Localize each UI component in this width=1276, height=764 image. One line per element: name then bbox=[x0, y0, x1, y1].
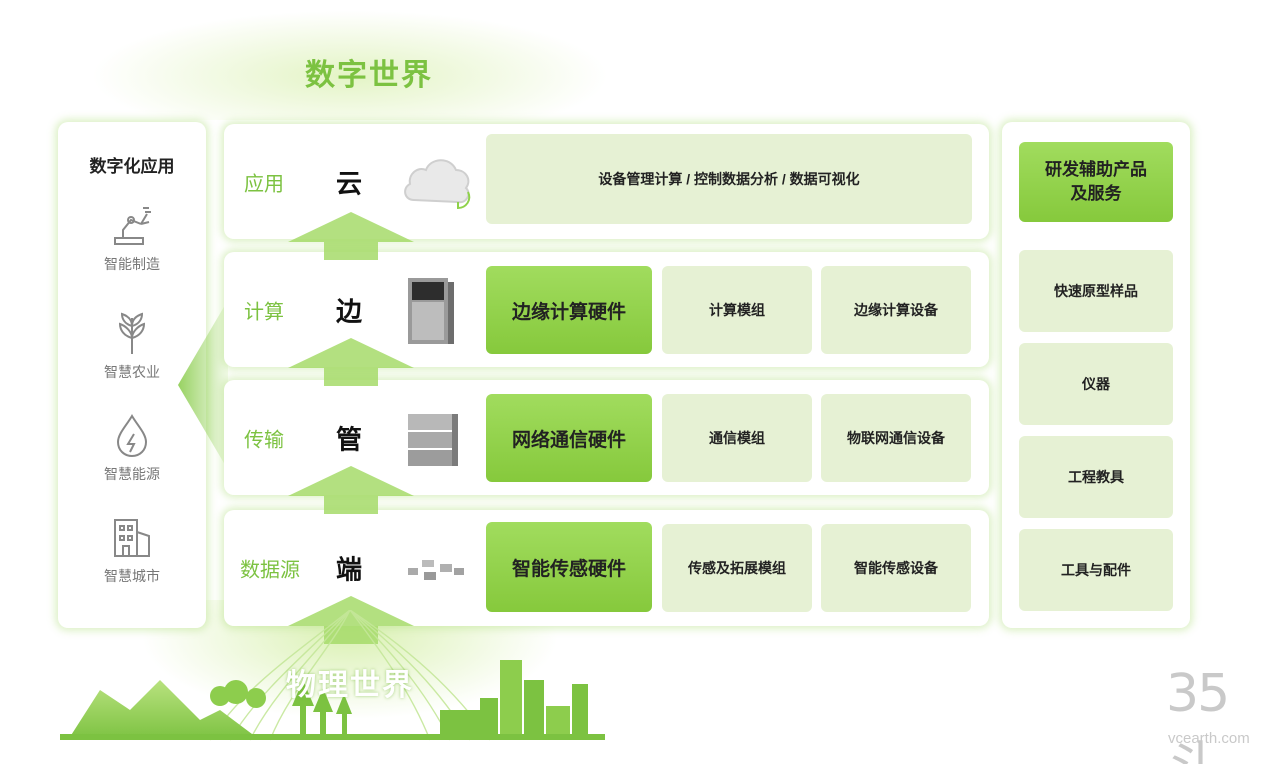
comm-module-box[interactable]: 通信模组 bbox=[662, 394, 812, 482]
building-icon bbox=[114, 519, 150, 557]
sensor-modules-icon bbox=[408, 560, 464, 580]
cloud-icon bbox=[404, 159, 471, 210]
watermark-logo: 35斗 bbox=[1166, 664, 1230, 764]
app-item-label: 智慧农业 bbox=[104, 364, 160, 380]
digital-applications-panel: 数字化应用 智能制造 智慧农业 bbox=[58, 122, 206, 628]
rd-support-panel: 研发辅助产品及服务 快速原型样品 仪器 工程教具 工具与配件 bbox=[1002, 122, 1190, 628]
sensor-hardware-box[interactable]: 智能传感硬件 bbox=[486, 522, 652, 612]
wheat-icon bbox=[118, 312, 146, 354]
up-arrow bbox=[288, 466, 414, 514]
cloud-services-box[interactable]: 设备管理计算 / 控制数据分析 / 数据可视化 bbox=[486, 134, 972, 224]
rapid-prototype-item[interactable]: 快速原型样品 bbox=[1019, 250, 1173, 332]
instruments-item[interactable]: 仪器 bbox=[1019, 343, 1173, 425]
layer-label: 传输 bbox=[244, 429, 284, 451]
tools-accessories-item[interactable]: 工具与配件 bbox=[1019, 529, 1173, 611]
digital-world-title: 数字世界 bbox=[305, 59, 433, 92]
layer-label: 应用 bbox=[244, 173, 284, 195]
up-arrow bbox=[288, 338, 414, 386]
watermark-url: vcearth.com bbox=[1168, 730, 1250, 747]
app-item-energy[interactable]: 智慧能源 bbox=[58, 412, 206, 484]
teaching-tools-item[interactable]: 工程教具 bbox=[1019, 436, 1173, 518]
app-item-label: 智慧能源 bbox=[104, 466, 160, 482]
layer-row-network: 传输 管 网络通信硬件 通信模组 物联网通信设备 bbox=[224, 380, 989, 495]
up-arrow bbox=[288, 596, 414, 644]
rd-support-header[interactable]: 研发辅助产品及服务 bbox=[1019, 142, 1173, 222]
network-hardware-box[interactable]: 网络通信硬件 bbox=[486, 394, 652, 482]
physical-world-title: 物理世界 bbox=[286, 669, 414, 702]
physical-world-illustration bbox=[60, 610, 605, 741]
app-item-city[interactable]: 智慧城市 bbox=[58, 514, 206, 586]
app-item-manufacturing[interactable]: 智能制造 bbox=[58, 202, 206, 274]
up-arrow bbox=[288, 212, 414, 260]
app-item-agriculture[interactable]: 智慧农业 bbox=[58, 310, 206, 382]
edge-server-icon bbox=[408, 278, 454, 344]
layer-row-device: 数据源 端 智能传感硬件 传感及拓展模组 智能传感设备 bbox=[224, 510, 989, 626]
left-panel-title: 数字化应用 bbox=[89, 157, 175, 176]
edge-hardware-box[interactable]: 边缘计算硬件 bbox=[486, 266, 652, 354]
app-item-label: 智能制造 bbox=[104, 256, 160, 272]
network-rack-icon bbox=[408, 414, 458, 466]
sensor-module-box[interactable]: 传感及拓展模组 bbox=[662, 524, 812, 612]
layer-char: 端 bbox=[336, 554, 363, 585]
compute-module-box[interactable]: 计算模组 bbox=[662, 266, 812, 354]
layer-char: 边 bbox=[336, 296, 363, 326]
iot-comm-device-box[interactable]: 物联网通信设备 bbox=[821, 394, 971, 482]
layer-label: 计算 bbox=[244, 301, 284, 323]
app-item-label: 智慧城市 bbox=[104, 568, 160, 584]
edge-device-box[interactable]: 边缘计算设备 bbox=[821, 266, 971, 354]
layer-char: 管 bbox=[336, 424, 363, 454]
robot-arm-icon bbox=[114, 207, 151, 245]
layer-label: 数据源 bbox=[240, 559, 300, 582]
layer-char: 云 bbox=[336, 168, 363, 198]
top-glow bbox=[90, 10, 610, 120]
smart-sensor-device-box[interactable]: 智能传感设备 bbox=[821, 524, 971, 612]
energy-drop-icon bbox=[116, 414, 148, 458]
